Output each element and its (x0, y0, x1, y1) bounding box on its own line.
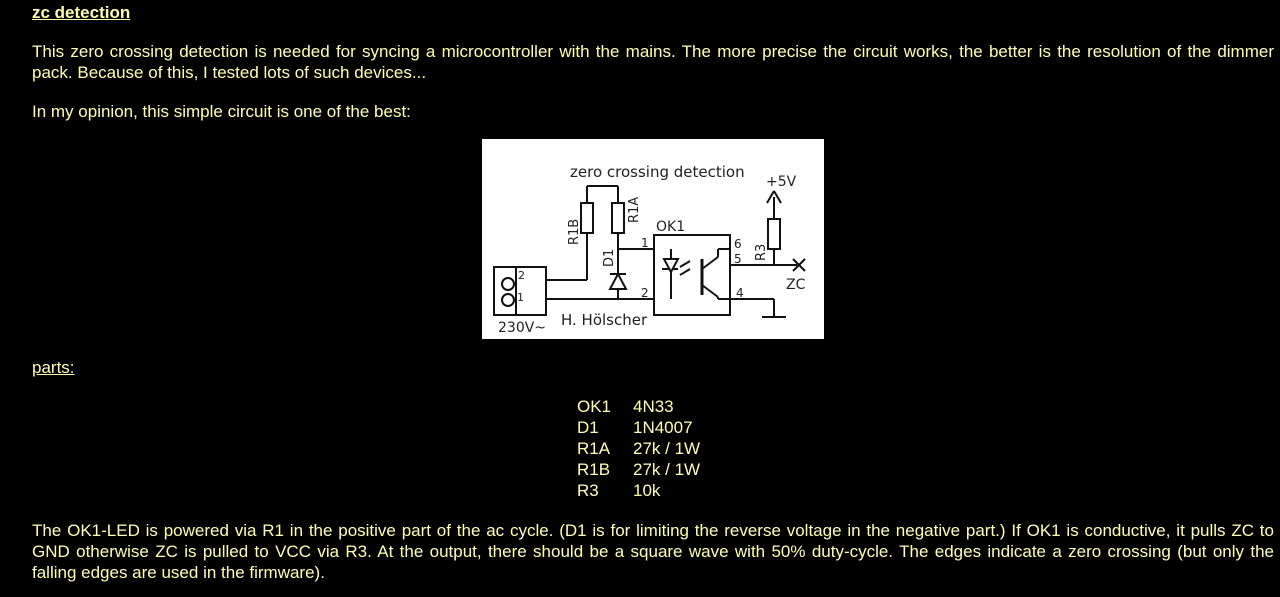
list-item: D1 1N4007 (575, 417, 702, 438)
parts-list: OK1 4N33 D1 1N4007 R1A 27k / 1W R1B 27k … (575, 396, 702, 501)
part-value: 4N33 (633, 397, 674, 416)
part-value: 27k / 1W (633, 439, 701, 458)
part-value: 27k / 1W (633, 460, 701, 479)
list-item: R3 10k (575, 480, 702, 501)
r1a-label: R1A (627, 197, 642, 223)
part-ref: R3 (577, 481, 599, 500)
pin5-label: 5 (734, 252, 742, 266)
resistor-r1b (580, 202, 594, 234)
pin6-label: 6 (734, 237, 742, 251)
r3-label: R3 (754, 244, 769, 261)
pin1-label: 1 (641, 236, 649, 250)
page-heading[interactable]: zc detection (32, 3, 131, 22)
part-ref: OK1 (577, 397, 612, 416)
part-ref: D1 (577, 418, 599, 437)
list-item: OK1 4N33 (575, 396, 702, 417)
terminal-1-label: 1 (517, 291, 524, 304)
part-value: 1N4007 (633, 418, 693, 437)
author-label: H. Hölscher (561, 311, 648, 329)
part-ref: R1B (577, 460, 611, 479)
mains-label: 230V~ (498, 320, 546, 336)
terminal-screw-1 (501, 293, 515, 307)
resistor-r1a (611, 202, 625, 234)
terminal-2-label: 2 (518, 269, 525, 282)
terminal-block (493, 266, 547, 316)
pin4-label: 4 (736, 286, 744, 300)
r1b-label: R1B (567, 219, 582, 245)
explanation-paragraph: The OK1-LED is powered via R1 in the pos… (32, 521, 1274, 582)
list-item: R1B 27k / 1W (575, 459, 702, 480)
optocoupler-ok1 (653, 234, 731, 316)
d1-label: D1 (602, 249, 617, 267)
resistor-r3 (767, 218, 781, 250)
opinion-paragraph: In my opinion, this simple circuit is on… (32, 102, 411, 121)
parts-heading[interactable]: parts: (32, 358, 75, 377)
circuit-schematic: zero crossing detection +5V OK1 R1A R1B … (482, 139, 824, 339)
schematic-title: zero crossing detection (570, 163, 745, 181)
part-value: 10k (633, 481, 661, 500)
pin2-label: 2 (641, 286, 649, 300)
ok1-label: OK1 (656, 219, 685, 235)
part-ref: R1A (577, 439, 611, 458)
list-item: R1A 27k / 1W (575, 438, 702, 459)
zc-label: ZC (786, 277, 806, 293)
terminal-screw-2 (501, 277, 515, 291)
intro-paragraph: This zero crossing detection is needed f… (32, 42, 1274, 82)
diode-d1 (608, 271, 628, 290)
supply-label: +5V (766, 174, 797, 190)
schematic-drawing: zero crossing detection +5V OK1 R1A R1B … (493, 163, 806, 336)
